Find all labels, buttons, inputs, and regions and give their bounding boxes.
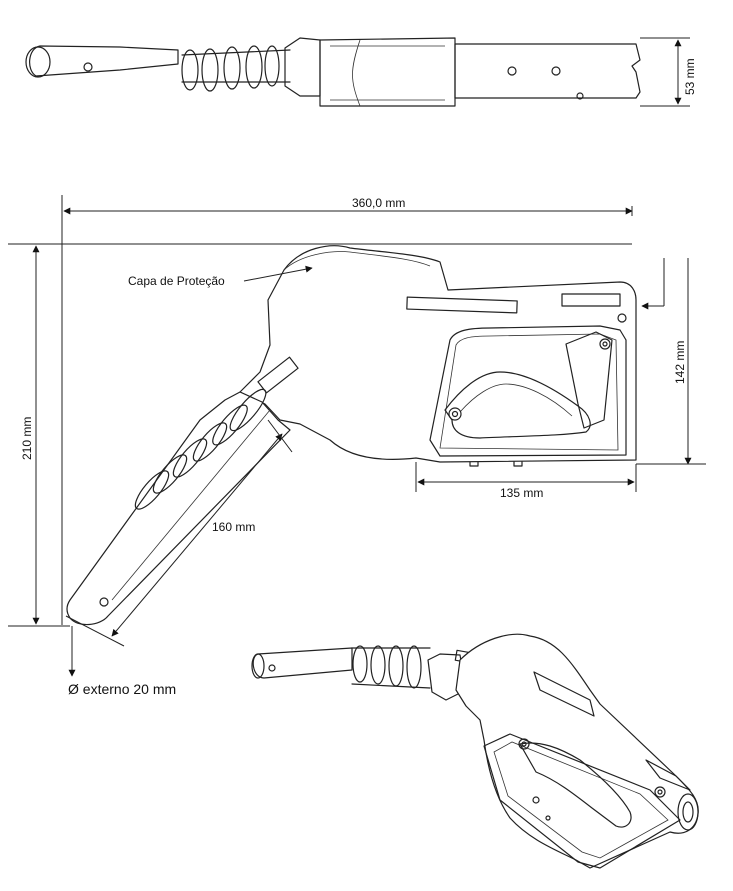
top-spring	[181, 45, 291, 92]
persp-body-slot	[533, 671, 595, 717]
body-slot-right	[561, 293, 621, 307]
top-body	[319, 37, 456, 107]
side-view: 360,0 mm 210 mm	[8, 195, 706, 697]
top-guard	[454, 43, 641, 99]
spout-cap-slot	[257, 356, 299, 394]
persp-spout	[252, 647, 353, 679]
persp-lever	[519, 742, 632, 828]
top-view: 53 mm	[25, 37, 697, 107]
body-slot-left	[406, 296, 518, 314]
top-spout-tip	[25, 46, 51, 78]
persp-spring	[351, 645, 431, 689]
persp-body	[455, 633, 699, 869]
label-53mm: 53 mm	[683, 58, 697, 95]
trigger-lever	[444, 371, 591, 439]
label-210mm: 210 mm	[20, 417, 34, 460]
persp-outlet	[677, 793, 699, 831]
trigger-guard	[429, 325, 627, 457]
side-spout	[66, 391, 291, 626]
nozzle-body	[239, 245, 637, 463]
perspective-view	[251, 633, 699, 869]
label-360mm: 360,0 mm	[352, 196, 405, 210]
trigger-latch	[565, 331, 613, 429]
label-135mm: 135 mm	[500, 486, 543, 500]
label-protection-cap: Capa de Proteção	[128, 274, 225, 288]
top-spout	[29, 45, 179, 77]
top-collar	[284, 37, 321, 97]
label-142mm: 142 mm	[673, 341, 687, 384]
label-160mm: 160 mm	[212, 520, 255, 534]
label-outer-diameter: Ø externo 20 mm	[68, 681, 176, 697]
top-spout-hole	[83, 62, 93, 72]
